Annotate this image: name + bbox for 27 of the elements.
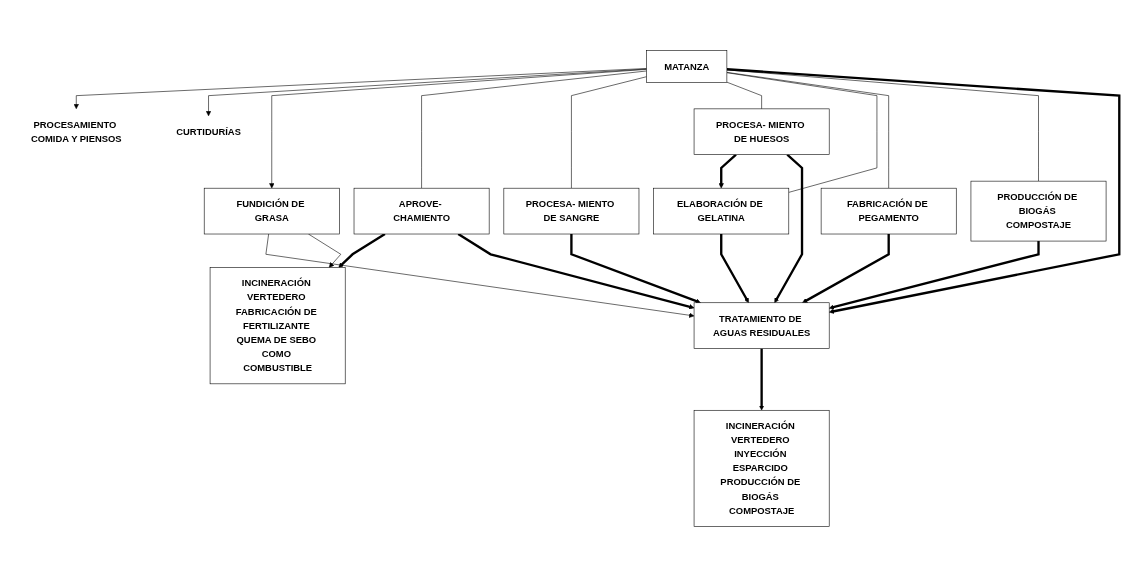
node-box <box>503 188 640 235</box>
arrow <box>570 234 701 304</box>
arrow <box>726 68 1121 315</box>
arrow <box>802 234 890 304</box>
node-box <box>203 188 340 235</box>
node-text: CURTIDURÍAS <box>176 126 241 137</box>
node-box <box>693 410 830 528</box>
node-box <box>209 267 346 385</box>
node-box <box>646 50 728 84</box>
connector <box>726 69 1039 182</box>
arrow <box>828 241 1040 310</box>
arrow <box>720 234 749 304</box>
arrow <box>718 154 737 189</box>
node-text: PROCESAMIENTO COMIDA Y PIENSOS <box>30 119 122 144</box>
node-box <box>693 108 830 156</box>
node-box <box>653 188 790 235</box>
node-box <box>353 188 490 235</box>
arrow <box>338 233 386 269</box>
arrow <box>457 233 695 310</box>
arrow <box>774 154 804 304</box>
node-box <box>693 302 830 350</box>
node-box <box>970 181 1107 242</box>
connector <box>421 71 647 189</box>
connector <box>571 76 647 189</box>
node-box <box>820 188 957 235</box>
arrow <box>759 348 765 411</box>
diagram-frame: MATANZA PROCESAMIENTO COMIDA Y PIENSOS CURTIDURÍAS FUNDICIÓN DE GRASA APROVE- CHAMIENTO PROCESA- MIENTO DE SANGRE PROCESA- MIENTO DE HUESOS ELABORACIÓN DE GELATINA FABRICACIÓN DE PEGAMENTO PRODUCCIÓN DE BIOGÁS COMPOSTAJE TRATAMIENTO DE AGUAS RESIDUALES INCINERACIÓN VERTEDERO INYECCIÓN ESPARCIDO PRODUCCIÓN DE BIOGÁS COMPOSTAJE INCINERACIÓN VERTEDERO FABRICACIÓN DE FERTILIZANTE QUEMA DE SEBO COMO COMBUSTIBLE <box>4 4 1124 574</box>
